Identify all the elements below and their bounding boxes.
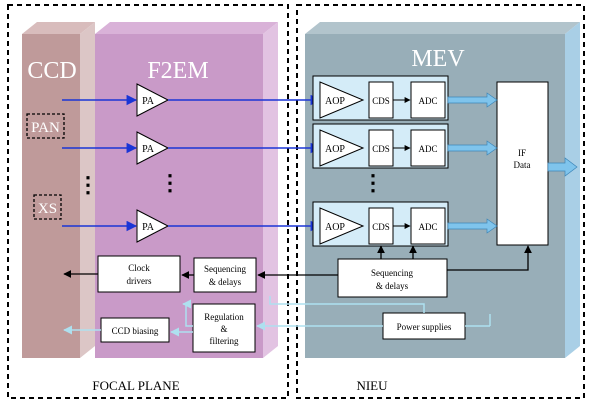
- aop-label: AOP: [325, 144, 345, 155]
- focal-plane-label: FOCAL PLANE: [92, 378, 179, 393]
- adc-label: ADC: [418, 96, 437, 106]
- ccd-title: CCD: [27, 58, 76, 84]
- adc-label: ADC: [418, 222, 437, 232]
- cds-label: CDS: [372, 96, 390, 106]
- ccd-biasing-block: [100, 317, 170, 343]
- mev-sequencing-block: [337, 258, 448, 298]
- f2em-title: F2EM: [147, 58, 208, 84]
- xs-label: XS: [38, 201, 57, 217]
- mev-seq-line1: Sequencing: [371, 268, 413, 278]
- pan-label: PAN: [31, 120, 60, 136]
- mev-title: MEV: [411, 46, 465, 72]
- f2em-seq-line2: & delays: [209, 277, 242, 287]
- pan-box: [26, 113, 65, 139]
- mev-chain-2: AOP CDS ADC: [312, 123, 449, 169]
- mev-chain-1: AOP CDS ADC: [312, 75, 449, 121]
- cds-label: CDS: [372, 144, 390, 154]
- f2em-sequencing-block: [193, 257, 257, 293]
- power-supplies-label: Power supplies: [397, 322, 452, 332]
- f2em-seq-line1: Sequencing: [204, 264, 246, 274]
- regulation-block: [192, 303, 256, 353]
- mev-chain-3: AOP CDS ADC: [312, 201, 449, 247]
- mev-seq-line2: & delays: [376, 281, 409, 291]
- clock-drivers-block: [97, 255, 181, 293]
- reg-line3: filtering: [210, 336, 239, 346]
- focal-plane-region: [7, 4, 289, 399]
- reg-line1: Regulation: [204, 312, 244, 322]
- clock-line1: Clock: [128, 263, 150, 273]
- pa-label: PA: [142, 222, 155, 233]
- pa-label: PA: [142, 96, 155, 107]
- control-lines: [257, 245, 532, 279]
- f2em-ellipsis: ⋮: [159, 170, 181, 195]
- if-data-line2: Data: [514, 160, 531, 170]
- signal-paths: [62, 94, 322, 232]
- nieu-region: [296, 4, 585, 399]
- ccd-ellipsis: ⋮: [77, 172, 99, 197]
- ccd-biasing-label: CCD biasing: [112, 326, 159, 336]
- mev-ellipsis: ⋮: [362, 170, 384, 195]
- data-arrows: [447, 92, 578, 234]
- aop-label: AOP: [325, 222, 345, 233]
- clock-line2: drivers: [127, 276, 152, 286]
- if-data-line1: IF: [518, 148, 526, 158]
- xs-box: [33, 194, 62, 220]
- adc-label: ADC: [418, 144, 437, 154]
- power-lines: [63, 296, 491, 337]
- aop-label: AOP: [325, 96, 345, 107]
- if-output-arrow: [547, 157, 578, 177]
- nieu-label: NIEU: [356, 378, 388, 393]
- cds-label: CDS: [372, 222, 390, 232]
- clock-lines: [63, 270, 194, 279]
- pa-label: PA: [142, 144, 155, 155]
- power-supplies-block: [382, 312, 466, 340]
- reg-line2: &: [220, 324, 227, 334]
- if-data-block: [496, 81, 549, 246]
